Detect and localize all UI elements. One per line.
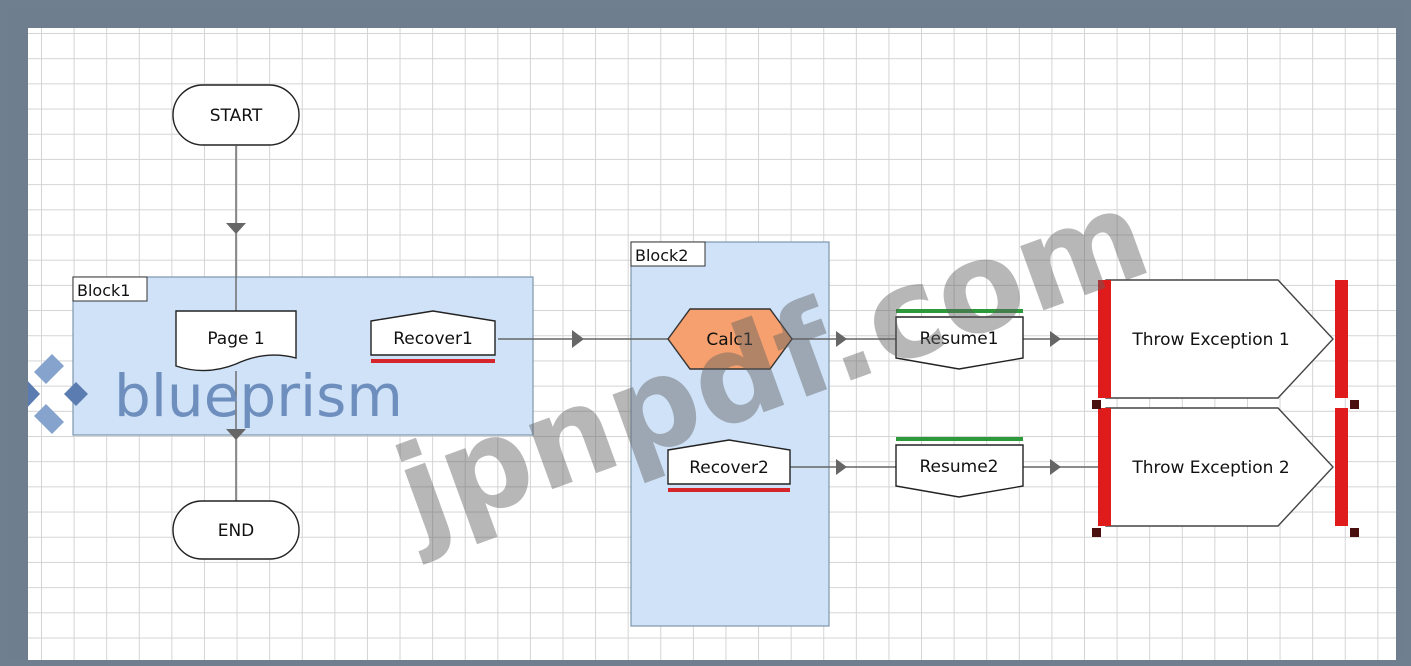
start-stage[interactable]: START <box>172 84 300 146</box>
diagram-frame: Block1 Block2 <box>8 8 1403 660</box>
connector-recover1-calc1 <box>498 330 668 348</box>
block-2-label: Block2 <box>635 246 688 265</box>
throw-exception-2-stage[interactable]: Throw Exception 2 <box>1098 407 1348 527</box>
blueprism-logo-mark-icon <box>28 354 88 434</box>
connector-page1-end <box>226 371 246 503</box>
recover-1-stage-label: Recover1 <box>393 329 473 349</box>
throw-exception-1-stage[interactable]: Throw Exception 1 <box>1098 279 1348 399</box>
connector-calc1-resume1 <box>792 331 896 347</box>
page-1-stage-label: Page 1 <box>207 329 264 349</box>
start-stage-label: START <box>210 106 263 126</box>
end-stage[interactable]: END <box>172 500 300 560</box>
recover-1-stage[interactable]: Recover1 <box>370 310 496 363</box>
throw-exception-1-stage-label: Throw Exception 1 <box>1131 330 1289 350</box>
recover-2-stage[interactable]: Recover2 <box>667 439 791 492</box>
block-2[interactable]: Block2 <box>630 241 830 627</box>
process-diagram: Block1 Block2 <box>28 84 1359 627</box>
connector-start-page1 <box>226 146 246 311</box>
block-1-label: Block1 <box>77 281 130 300</box>
block-1[interactable]: Block1 <box>72 276 534 436</box>
process-canvas[interactable]: Block1 Block2 <box>28 28 1396 660</box>
throw-exception-2-stage-label: Throw Exception 2 <box>1131 458 1289 478</box>
resume-1-stage-label: Resume1 <box>920 329 999 349</box>
end-stage-label: END <box>218 521 255 541</box>
blueprism-logo: blueprism <box>28 354 403 434</box>
calc-1-stage-label: Calc1 <box>706 330 753 350</box>
blueprism-logo-text: blueprism <box>114 362 403 430</box>
resume-2-stage-label: Resume2 <box>920 457 999 477</box>
resume-1-stage[interactable]: Resume1 <box>895 309 1024 370</box>
resume-2-stage[interactable]: Resume2 <box>895 437 1024 498</box>
selection-handles[interactable] <box>1092 400 1359 537</box>
connector-resume1-throw1 <box>1023 331 1100 347</box>
page-1-stage[interactable]: Page 1 <box>175 310 297 372</box>
calc-1-stage[interactable]: Calc1 <box>667 308 793 370</box>
connector-recover2-resume2 <box>790 459 896 475</box>
recover-2-stage-label: Recover2 <box>689 458 769 478</box>
connector-resume2-throw2 <box>1023 459 1100 475</box>
